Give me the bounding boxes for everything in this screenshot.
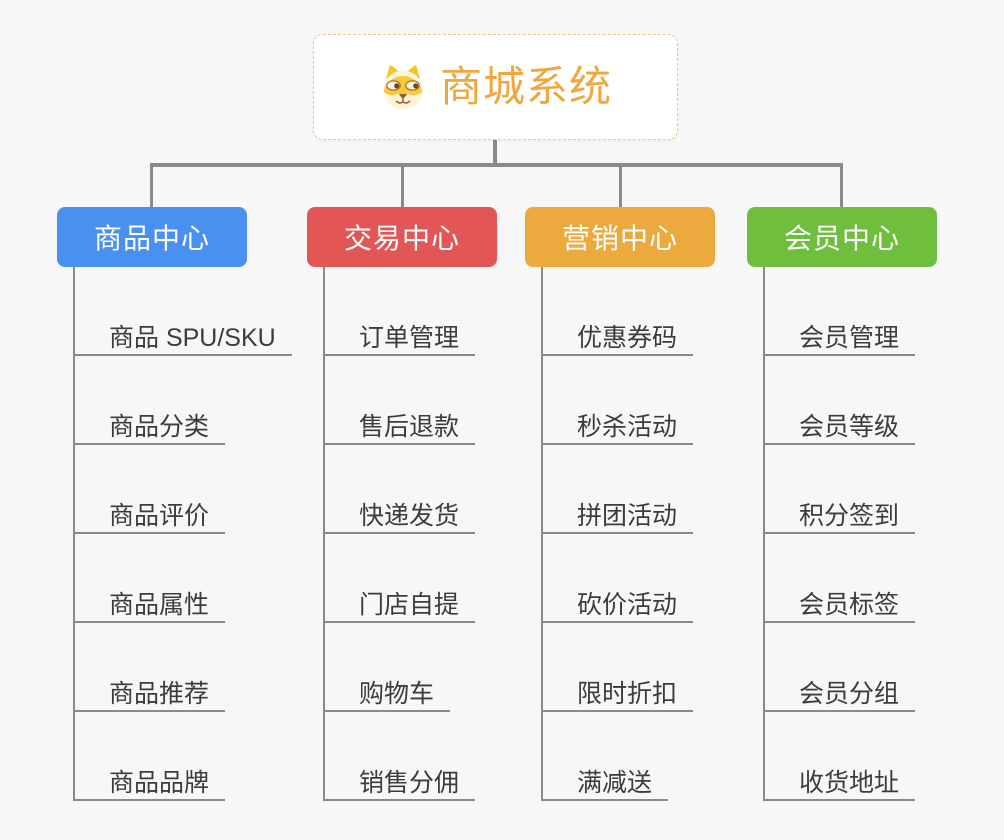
subtopic[interactable]: 积分签到	[765, 445, 916, 534]
connector-drop-product-center	[150, 166, 153, 208]
root-topic-title: 商城系统	[439, 63, 612, 110]
branch-column-trade-center: 交易中心 订单管理 售后退款 快递发货 门店自提 购物车 销售分佣	[307, 207, 497, 801]
connector-horizontal-bus	[150, 163, 843, 167]
branch-trade-center[interactable]: 交易中心	[307, 207, 497, 267]
subtopic[interactable]: 满减送	[543, 712, 669, 801]
subtopic[interactable]: 门店自提	[325, 534, 476, 623]
root-topic-node[interactable]: 商城系统	[313, 34, 678, 140]
connector-drop-member-center	[840, 166, 843, 208]
subtree-trade-center: 订单管理 售后退款 快递发货 门店自提 购物车 销售分佣	[323, 267, 476, 801]
subtree-product-center: 商品 SPU/SKU 商品分类 商品评价 商品属性 商品推荐 商品品牌	[73, 267, 292, 801]
subtopic[interactable]: 砍价活动	[543, 534, 694, 623]
subtree-marketing-center: 优惠券码 秒杀活动 拼团活动 砍价活动 限时折扣 满减送	[541, 267, 694, 801]
branch-column-product-center: 商品中心 商品 SPU/SKU 商品分类 商品评价 商品属性 商品推荐 商品品牌	[57, 207, 292, 801]
subtopic[interactable]: 售后退款	[325, 356, 476, 445]
subtopic[interactable]: 优惠券码	[543, 267, 694, 356]
subtopic[interactable]: 订单管理	[325, 267, 476, 356]
subtopic[interactable]: 会员标签	[765, 534, 916, 623]
subtopic[interactable]: 商品品牌	[75, 712, 226, 801]
subtopic[interactable]: 秒杀活动	[543, 356, 694, 445]
branch-marketing-center[interactable]: 营销中心	[525, 207, 715, 267]
connector-root-stub	[493, 140, 497, 164]
subtopic[interactable]: 商品分类	[75, 356, 226, 445]
subtopic[interactable]: 购物车	[325, 623, 451, 712]
subtree-member-center: 会员管理 会员等级 积分签到 会员标签 会员分组 收货地址	[763, 267, 916, 801]
branch-member-center[interactable]: 会员中心	[747, 207, 937, 267]
subtopic[interactable]: 商品评价	[75, 445, 226, 534]
subtopic[interactable]: 销售分佣	[325, 712, 476, 801]
subtopic[interactable]: 会员分组	[765, 623, 916, 712]
subtopic[interactable]: 会员管理	[765, 267, 916, 356]
subtopic[interactable]: 快递发货	[325, 445, 476, 534]
subtopic[interactable]: 拼团活动	[543, 445, 694, 534]
subtopic[interactable]: 商品属性	[75, 534, 226, 623]
branch-column-marketing-center: 营销中心 优惠券码 秒杀活动 拼团活动 砍价活动 限时折扣 满减送	[525, 207, 715, 801]
subtopic[interactable]: 收货地址	[765, 712, 916, 801]
branch-product-center[interactable]: 商品中心	[57, 207, 247, 267]
connector-drop-trade-center	[401, 166, 404, 208]
doge-icon	[383, 65, 423, 110]
connector-drop-marketing-center	[619, 166, 622, 208]
subtopic[interactable]: 商品 SPU/SKU	[75, 267, 292, 356]
subtopic[interactable]: 限时折扣	[543, 623, 694, 712]
subtopic[interactable]: 会员等级	[765, 356, 916, 445]
branch-column-member-center: 会员中心 会员管理 会员等级 积分签到 会员标签 会员分组 收货地址	[747, 207, 937, 801]
subtopic[interactable]: 商品推荐	[75, 623, 226, 712]
